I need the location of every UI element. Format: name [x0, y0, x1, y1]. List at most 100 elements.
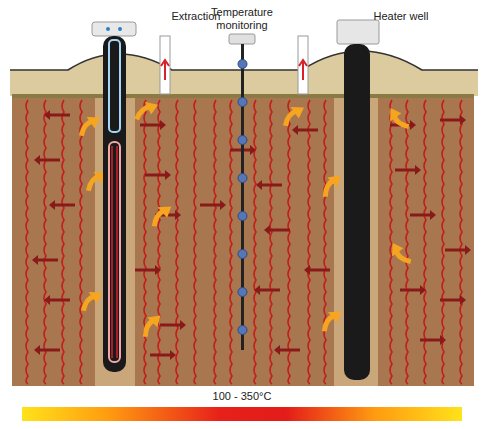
arrowhead	[49, 200, 55, 210]
heat-arrow	[38, 259, 58, 262]
vapor-arrow	[278, 101, 307, 128]
heat-arrow	[440, 119, 460, 122]
heat-arrow	[135, 269, 155, 272]
arrowhead	[274, 345, 280, 355]
arrowhead	[460, 295, 466, 305]
vapor-arrow	[386, 240, 413, 269]
arrowhead	[160, 120, 166, 130]
arrowhead	[465, 245, 471, 255]
heat-arrow	[40, 349, 60, 352]
vapor-arrow	[384, 105, 411, 134]
heat-line	[194, 100, 196, 384]
vapor-arrow	[74, 111, 103, 138]
arrowhead	[86, 111, 103, 129]
heat-arrow	[230, 149, 250, 152]
arrowhead	[290, 101, 307, 119]
heat-line	[44, 100, 46, 384]
sensor-head	[229, 34, 255, 44]
arrowhead	[386, 240, 404, 257]
heat-arrow	[410, 214, 430, 217]
well-head	[92, 22, 136, 36]
heat-arrow	[298, 129, 318, 132]
heat-line	[308, 100, 310, 384]
heat-line	[324, 100, 326, 384]
arrowhead	[440, 335, 446, 345]
heat-line	[390, 100, 392, 384]
heat-arrow	[280, 349, 300, 352]
arrowhead	[34, 155, 40, 165]
arrowhead	[415, 165, 421, 175]
heat-arrow	[445, 249, 465, 252]
heat-line	[254, 100, 256, 384]
heat-arrow	[50, 299, 70, 302]
heater-element	[109, 142, 120, 362]
heat-arrow	[55, 204, 75, 207]
arrowhead	[304, 265, 310, 275]
heat-arrow	[40, 159, 60, 162]
arrowhead	[220, 200, 226, 210]
arrowhead	[170, 350, 176, 360]
heat-arrows	[32, 97, 471, 360]
arrowhead	[410, 120, 416, 130]
heat-arrow	[140, 124, 160, 127]
temperature-sensor	[238, 136, 247, 145]
well-label: Temperature monitoring	[200, 6, 284, 31]
thermocouple-string	[241, 44, 244, 350]
vapor-arrow	[147, 200, 175, 228]
heater-well	[344, 44, 370, 380]
arrowhead	[292, 125, 298, 135]
heat-line	[460, 100, 462, 384]
temperature-sensor	[238, 174, 247, 183]
arrowhead	[430, 210, 436, 220]
heat-arrow	[145, 174, 165, 177]
temperature-sensor	[238, 250, 247, 259]
arrowhead	[264, 225, 270, 235]
arrowhead	[44, 295, 50, 305]
heat-arrow	[400, 289, 420, 292]
vapor-arrow	[317, 170, 344, 199]
vapor-arrow	[131, 97, 161, 122]
arrowhead	[32, 255, 38, 265]
heat-arrow	[310, 269, 330, 272]
arrowhead	[147, 310, 165, 327]
temperature-sensor	[238, 326, 247, 335]
heat-line	[406, 100, 408, 384]
heat-arrow	[160, 324, 180, 327]
arrowhead	[256, 180, 262, 190]
heater-element	[112, 146, 117, 358]
flow-arrow	[299, 60, 307, 80]
port	[118, 27, 122, 31]
arrowhead	[88, 286, 105, 304]
arrowhead	[327, 170, 345, 187]
heat-line	[158, 100, 160, 384]
vapor-arrow	[137, 310, 164, 339]
vapor-arrow	[317, 305, 345, 333]
arrowhead	[460, 115, 466, 125]
heat-line	[270, 100, 272, 384]
heat-arrow	[260, 289, 280, 292]
flow-arrow	[161, 60, 169, 80]
temperature-sensor	[238, 212, 247, 221]
arrowhead	[180, 320, 186, 330]
temperature-sensor	[238, 288, 247, 297]
arrowhead	[34, 345, 40, 355]
arrowhead	[384, 105, 402, 122]
heat-arrow	[50, 114, 70, 117]
heat-arrow	[200, 204, 220, 207]
arrowhead	[254, 285, 260, 295]
temperature-sensor	[238, 98, 247, 107]
heat-arrow	[262, 184, 282, 187]
vapor-probe	[160, 36, 170, 94]
arrowhead	[44, 110, 50, 120]
heat-arrow	[420, 339, 440, 342]
heat-line	[144, 100, 146, 384]
heat-line	[62, 100, 64, 384]
heat-arrow	[150, 354, 170, 357]
scale-label: 100 - 350°C	[182, 390, 302, 403]
port	[106, 27, 110, 31]
arrowhead	[420, 285, 426, 295]
temperature-scale	[22, 407, 462, 421]
arrowhead	[155, 265, 161, 275]
extraction-well	[103, 36, 126, 372]
